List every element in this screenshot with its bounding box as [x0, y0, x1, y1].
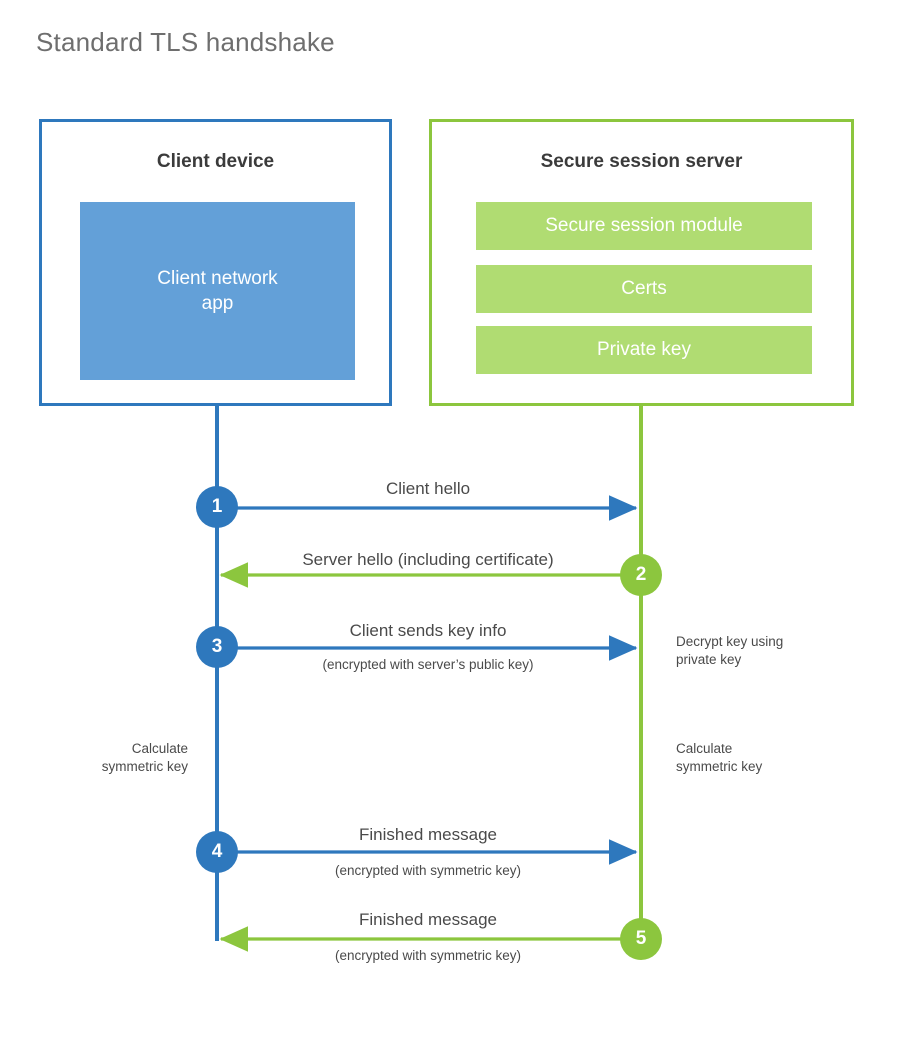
client-device-title: Client device	[156, 151, 275, 172]
page-title: Standard TLS handshake	[36, 27, 335, 57]
note-client-calc-line1: Calculate	[131, 741, 188, 756]
step-circle-5[interactable]: 5	[620, 918, 662, 960]
note-decrypt-key: Decrypt key using private key	[676, 633, 783, 669]
client-network-app-label-line2: app	[201, 293, 234, 314]
step-circle-1[interactable]: 1	[196, 486, 238, 528]
server-bar-certs: Certs	[476, 265, 812, 313]
note-decrypt-key-line1: Decrypt key using	[676, 634, 784, 649]
step-circle-3[interactable]: 3	[196, 626, 238, 668]
client-lifeline	[215, 403, 219, 941]
client-network-app-block: Client network app	[80, 202, 355, 380]
step-circle-4[interactable]: 4	[196, 831, 238, 873]
client-network-app-label: Client network app	[157, 266, 277, 316]
secure-session-server-title: Secure session server	[540, 151, 743, 172]
message-sublabel-step-5: (encrypted with symmetric key)	[334, 948, 522, 963]
server-lifeline	[639, 403, 643, 939]
message-label-step-5: Finished message	[359, 910, 497, 929]
note-server-calculate-symmetric-key: Calculate symmetric key	[676, 740, 762, 776]
client-device-box: Client device Client network app	[39, 119, 392, 406]
note-server-calc-line2: symmetric key	[676, 758, 763, 774]
note-client-calc-line2: symmetric key	[101, 758, 188, 774]
server-bar-secure-session-module: Secure session module	[476, 202, 812, 250]
note-client-calculate-symmetric-key: Calculate symmetric key	[102, 740, 188, 776]
note-server-calc-line1: Calculate	[676, 741, 733, 756]
note-decrypt-key-line2: private key	[676, 651, 742, 667]
message-sublabel-step-4: (encrypted with symmetric key)	[334, 863, 522, 878]
message-label-step-4: Finished message	[359, 825, 497, 844]
server-bar-private-key: Private key	[476, 326, 812, 374]
client-network-app-label-line1: Client network	[157, 267, 278, 289]
secure-session-server-box: Secure session server Secure session mod…	[429, 119, 854, 406]
message-label-step-3: Client sends key info	[349, 621, 507, 640]
message-label-step-1: Client hello	[385, 479, 471, 498]
message-sublabel-step-3: (encrypted with server’s public key)	[322, 657, 534, 672]
step-circle-2[interactable]: 2	[620, 554, 662, 596]
message-label-step-2: Server hello (including certificate)	[302, 550, 554, 569]
